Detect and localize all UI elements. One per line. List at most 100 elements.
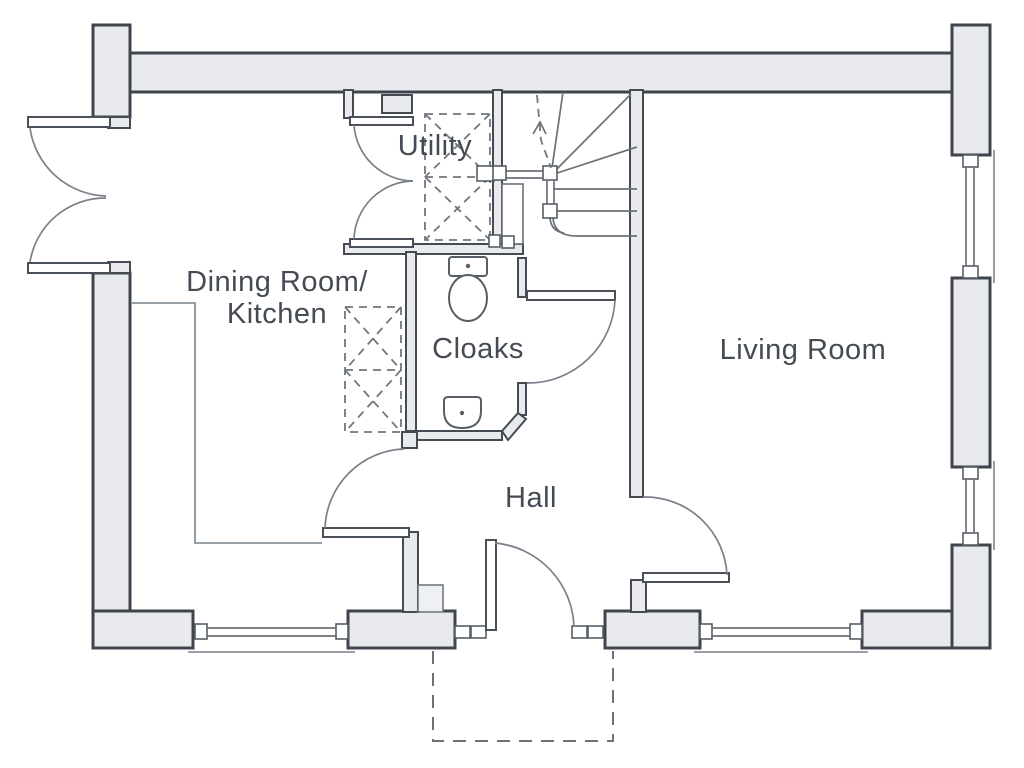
wall-top-right-pier	[950, 23, 992, 157]
wall-stub-below-door	[630, 579, 647, 613]
utility-door-leaf-bottom	[349, 238, 414, 248]
stair-direction-line	[536, 94, 552, 169]
front-door	[454, 539, 604, 639]
cloaks-door-leaf	[526, 290, 616, 301]
wall-bottom-pier-right-of-door	[603, 609, 702, 650]
toilet-flush-dot	[465, 263, 471, 269]
room-labels: Utility Dining Room/ Kitchen Cloaks Livi…	[186, 130, 886, 514]
stair-rail-curve	[549, 217, 565, 234]
wall-bottom-right-pier	[860, 609, 954, 650]
door-jamb	[571, 625, 588, 639]
kitchen-counter-line	[132, 302, 322, 544]
door-hinge-stub	[401, 431, 418, 449]
kitchen-details	[132, 302, 402, 544]
window-glazing	[965, 479, 975, 533]
window-right-lower	[962, 461, 995, 550]
wall-right-lower	[950, 543, 992, 650]
room-label-living-room: Living Room	[720, 334, 887, 366]
wall-stub-below-door	[402, 531, 419, 613]
window-bottom-right	[694, 623, 868, 653]
windows	[188, 150, 995, 653]
stair-bottom-post	[488, 234, 501, 248]
door-hinge-block	[107, 261, 131, 274]
window-jamb	[962, 265, 979, 279]
wall-pier-step	[417, 584, 444, 613]
room-label-cloaks: Cloaks	[432, 333, 524, 365]
kitchen-appliance-space	[344, 306, 402, 433]
french-door-leaf-top	[27, 116, 111, 128]
stair-winder-treads	[550, 91, 638, 176]
stair-treads	[553, 188, 637, 212]
stair-balustrade-rail	[506, 170, 555, 204]
wall-bottom-left-pier	[91, 609, 195, 650]
stairs	[488, 89, 644, 498]
window-jamb	[962, 154, 979, 168]
door-hinge-block	[107, 116, 131, 129]
cloaks-south-wall	[405, 430, 503, 441]
dining-hall-door	[322, 431, 444, 613]
cloaks-chamfer-wall	[500, 411, 528, 442]
room-label-utility: Utility	[398, 130, 472, 162]
window-jamb	[962, 466, 979, 480]
under-stairs-cupboard	[501, 183, 524, 245]
appliance-cross	[344, 306, 402, 433]
room-label-hall: Hall	[505, 482, 557, 514]
door-swing-arc	[353, 124, 414, 182]
wall-left-lower	[91, 271, 132, 613]
stair-up-arrow	[532, 120, 547, 135]
utility-door-leaf-top	[349, 116, 414, 126]
door-swing-arc	[29, 197, 107, 263]
door-swing-arc	[29, 127, 107, 197]
basin-drain-dot	[459, 410, 465, 416]
french-doors	[27, 116, 131, 274]
utility-south-wall	[343, 243, 524, 255]
door-swing-arc	[494, 542, 575, 628]
stair-stringer-curve	[552, 215, 637, 237]
window-glazing	[965, 167, 975, 266]
room-label-dining-line1: Dining Room/	[186, 266, 368, 298]
toilet-bowl	[448, 274, 488, 322]
door-swing-arc	[526, 299, 616, 384]
utility-west-wall-stub	[343, 89, 354, 119]
wall-bottom-mid-pier	[346, 609, 457, 650]
toilet-fixture	[448, 256, 488, 322]
cloaks-east-wall-upper	[517, 257, 527, 298]
stair-rail-post	[542, 203, 558, 219]
door-jamb	[587, 625, 604, 639]
window-jamb	[335, 623, 349, 640]
door-swing-arc	[642, 496, 728, 576]
cloaks-west-wall	[405, 251, 417, 449]
cloaks-east-wall-lower	[517, 382, 527, 416]
window-glazing	[207, 627, 336, 637]
window-jamb	[699, 623, 713, 640]
wall-top	[128, 51, 954, 94]
front-door-leaf	[485, 539, 497, 631]
window-right-upper	[962, 150, 995, 283]
stair-newel-post	[542, 165, 558, 181]
window-bottom-left	[188, 623, 355, 653]
living-door-leaf	[642, 572, 730, 583]
window-jamb	[849, 623, 863, 640]
stair-rail-post	[492, 165, 507, 181]
hall-living-room-wall	[629, 89, 644, 498]
boiler-unit	[381, 94, 413, 114]
door-jamb	[470, 625, 487, 639]
stair-bottom-post	[501, 235, 515, 249]
window-jamb	[194, 623, 208, 640]
door-swing-arc	[324, 448, 405, 529]
wall-right-mid	[950, 276, 992, 469]
dining-door-leaf	[322, 527, 410, 538]
wall-top-left-pier	[91, 23, 132, 119]
window-jamb	[962, 532, 979, 546]
window-glazing	[712, 627, 850, 637]
french-door-leaf-bottom	[27, 262, 111, 274]
door-swing-arc	[353, 180, 414, 240]
appliance-cross	[424, 113, 491, 241]
utility-sink-unit	[476, 165, 495, 182]
room-label-dining-line2: Kitchen	[227, 298, 327, 330]
basin-fixture	[443, 396, 482, 430]
living-room-door	[630, 496, 730, 613]
porch-outline	[432, 651, 614, 742]
